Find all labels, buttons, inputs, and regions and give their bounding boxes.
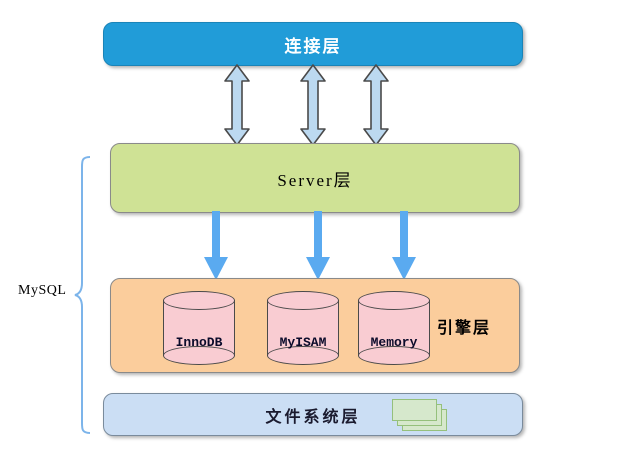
bidirectional-arrow-3 <box>363 64 389 146</box>
connection-layer-label: 连接层 <box>284 36 342 56</box>
downward-arrow-1 <box>204 211 228 280</box>
connection-layer-box[interactable]: 连接层 <box>103 22 523 66</box>
bidirectional-arrow-2 <box>300 64 326 146</box>
file-sheet-front <box>392 398 437 421</box>
file-stack-icon <box>392 398 452 431</box>
engine-cylinder-innodb[interactable]: InnoDB <box>163 291 235 365</box>
engine-cylinder-myisam[interactable]: MyISAM <box>267 291 339 365</box>
cylinder-top-ellipse <box>267 291 339 310</box>
engine-layer-box[interactable]: InnoDB MyISAM Memory 引擎层 <box>110 278 520 373</box>
cylinder-bottom-ellipse <box>358 346 430 365</box>
filesystem-layer-box[interactable]: 文件系统层 <box>103 393 523 436</box>
engine-name-innodb: InnoDB <box>175 335 223 350</box>
bidirectional-arrow-1 <box>224 64 250 146</box>
downward-arrow-2 <box>306 211 330 280</box>
server-layer-label: Server层 <box>277 170 353 190</box>
cylinder-bottom-ellipse <box>267 346 339 365</box>
mysql-group-label: MySQL <box>18 283 67 298</box>
engine-name-memory: Memory <box>370 335 418 350</box>
engine-layer-label: 引擎层 <box>436 319 491 337</box>
engine-cylinder-memory[interactable]: Memory <box>358 291 430 365</box>
downward-arrow-3 <box>392 211 416 280</box>
server-layer-box[interactable]: Server层 <box>110 143 520 213</box>
cylinder-top-ellipse <box>163 291 235 310</box>
cylinder-top-ellipse <box>358 291 430 310</box>
cylinder-bottom-ellipse <box>163 346 235 365</box>
mysql-brace-icon <box>74 156 91 434</box>
filesystem-layer-label: 文件系统层 <box>265 408 361 426</box>
engine-name-myisam: MyISAM <box>279 335 327 350</box>
